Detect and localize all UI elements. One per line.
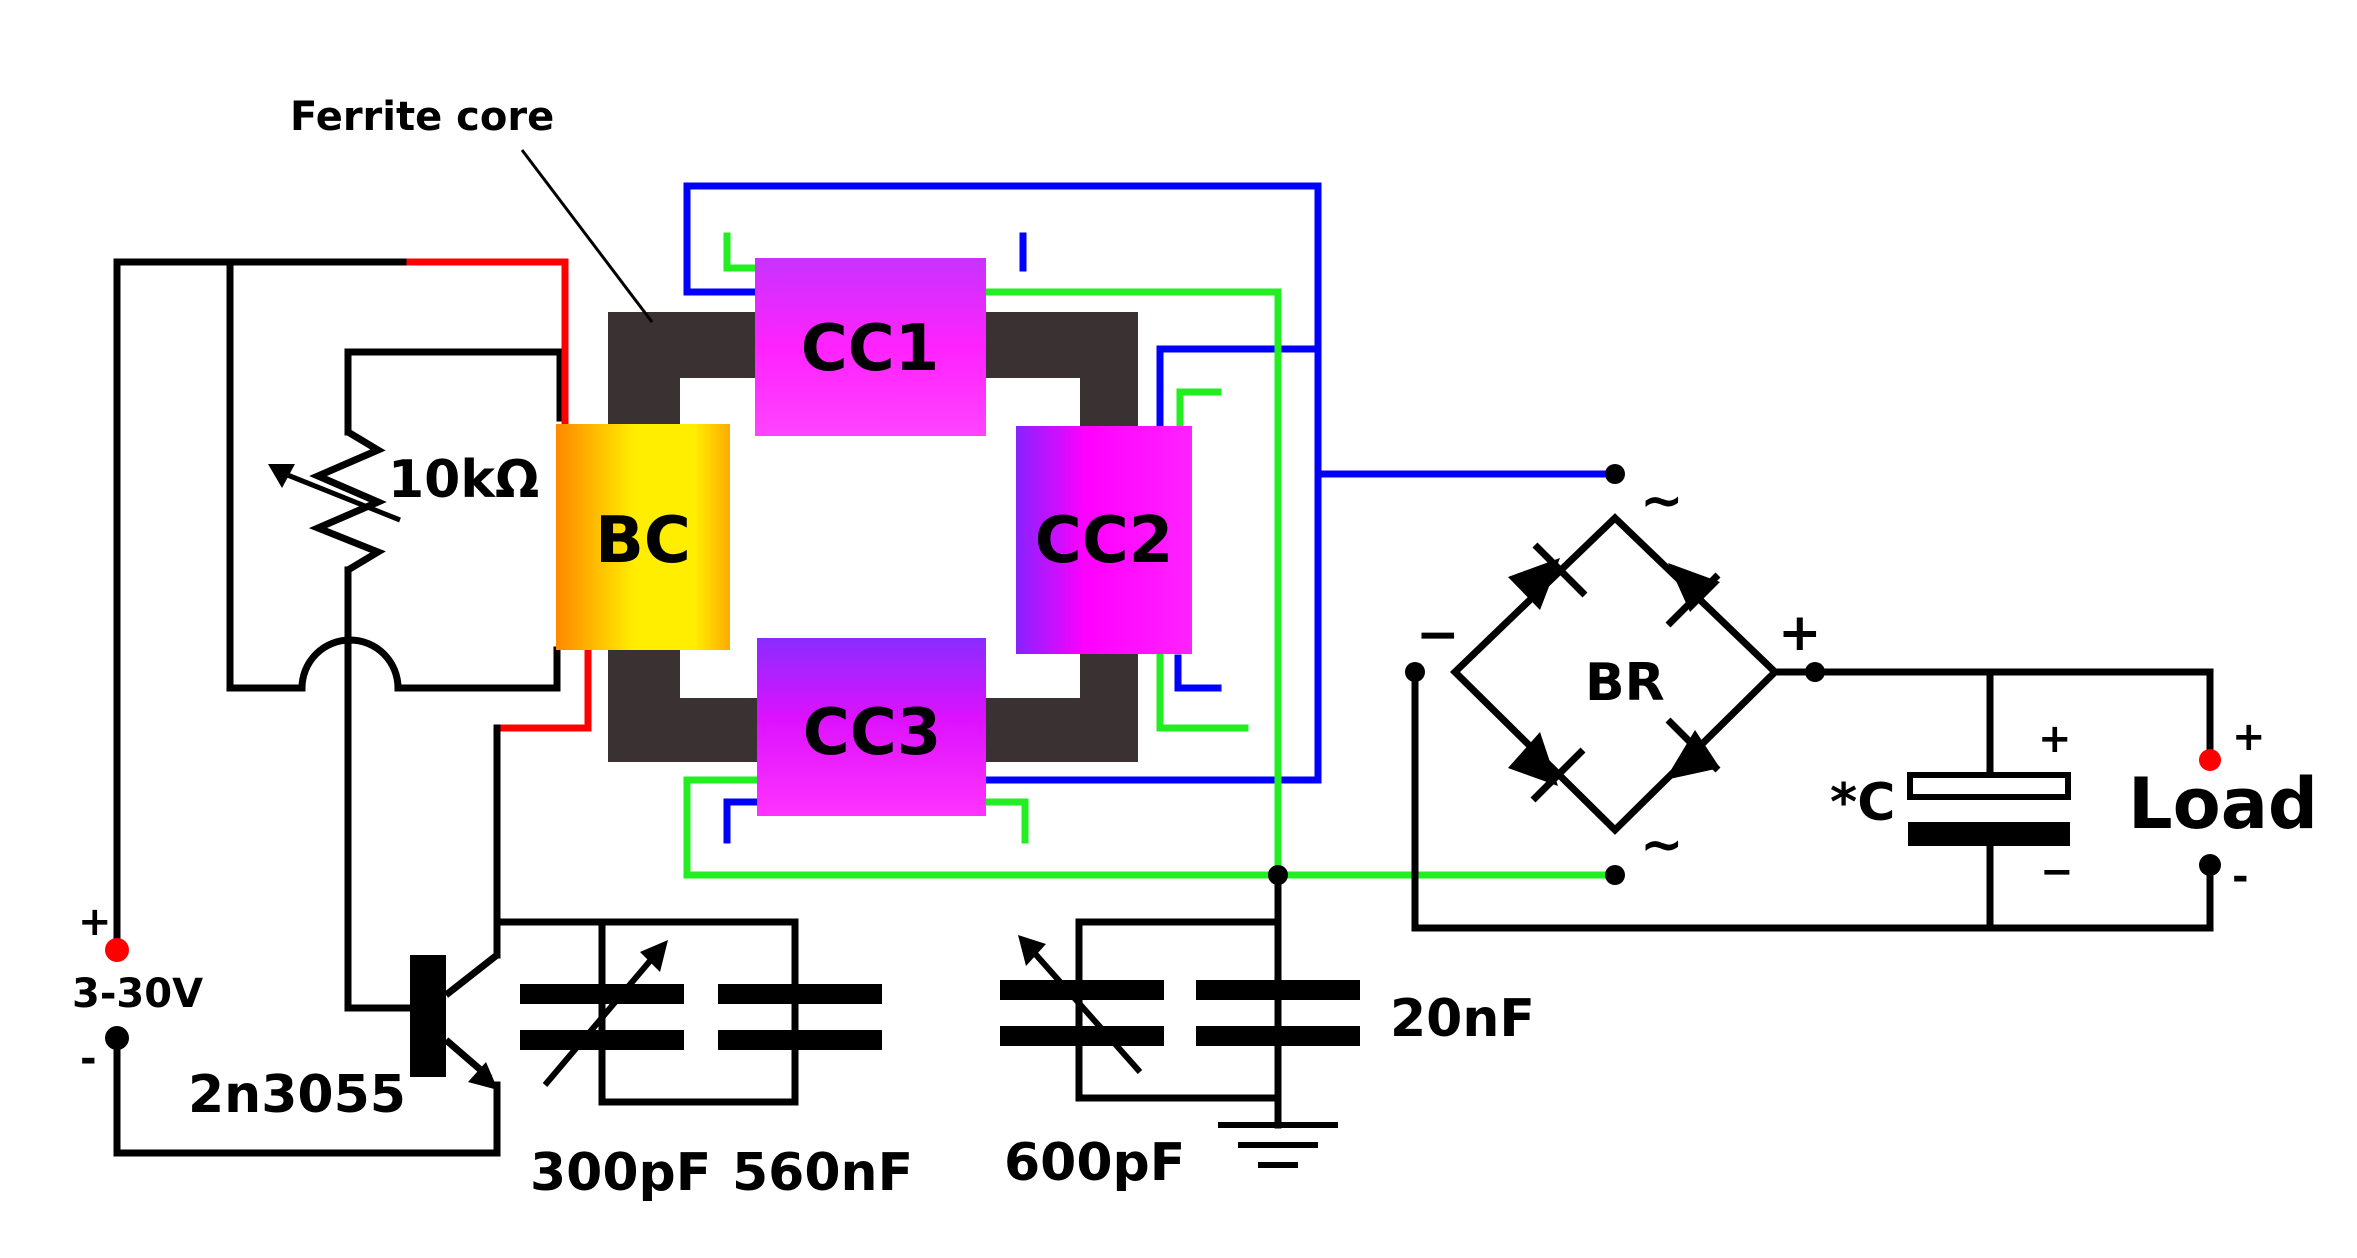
cap-c-label: *C bbox=[1830, 773, 1895, 833]
bridge-diodes bbox=[1508, 542, 1721, 803]
wire-feedback-loop bbox=[226, 258, 306, 692]
capacitor-560nf: 560nF bbox=[718, 922, 913, 1203]
supply-plus-label: + bbox=[78, 899, 112, 945]
ferrite-core-label: Ferrite core bbox=[290, 94, 554, 140]
coil-bc: BC bbox=[556, 424, 730, 650]
transistor-2n3055: 2n3055 bbox=[188, 952, 501, 1153]
supply-minus-label: - bbox=[80, 1036, 97, 1082]
load-label: Load bbox=[2128, 763, 2318, 845]
wire-pot-bottom bbox=[344, 566, 439, 1012]
coil-cc2: CC2 bbox=[1016, 426, 1192, 654]
cap-600pf-label: 600pF bbox=[1004, 1133, 1185, 1193]
wire-green-cc2-bottom bbox=[1156, 651, 1249, 732]
load-minus-terminal bbox=[2199, 854, 2221, 876]
wire-blue-cc3-lead bbox=[723, 798, 761, 844]
wire-blue-cc2-lead bbox=[1174, 654, 1222, 692]
load-plus-label: + bbox=[2232, 714, 2266, 760]
capacitor-20nf: 20nF bbox=[1196, 980, 1535, 1049]
cap-20nf-label: 20nF bbox=[1390, 989, 1535, 1049]
supply-voltage-label: 3-30V bbox=[72, 971, 203, 1017]
wire-green-cc3 bbox=[683, 776, 1619, 879]
wire-green-cc1 bbox=[982, 288, 1282, 879]
bridge-minus-label: − bbox=[1416, 605, 1460, 665]
coil-cc3-label: CC3 bbox=[803, 696, 941, 770]
diode-upper-right bbox=[1665, 563, 1721, 628]
wire-blue-cc1 bbox=[683, 182, 1322, 784]
coil-cc2-label: CC2 bbox=[1035, 504, 1173, 578]
cap-300pf-label: 300pF bbox=[530, 1143, 711, 1203]
coil-cc1: CC1 bbox=[755, 258, 986, 436]
load: Load + - bbox=[2128, 714, 2318, 900]
junction-dots bbox=[1268, 464, 1825, 885]
coil-bc-label: BC bbox=[595, 504, 691, 578]
cap-c-minus: − bbox=[2040, 849, 2074, 895]
load-plus-terminal bbox=[2199, 749, 2221, 771]
load-minus-label: - bbox=[2232, 854, 2249, 900]
diode-upper-left bbox=[1508, 542, 1588, 610]
resistor-label: 10kΩ bbox=[388, 450, 539, 510]
wire-pot-top bbox=[344, 348, 564, 436]
wire-blue-cc2 bbox=[1156, 345, 1322, 429]
cap-c-plus: + bbox=[2038, 716, 2072, 762]
wire-green-cc2 bbox=[1176, 388, 1222, 430]
wire-bc-red-top bbox=[406, 258, 569, 428]
diode-lower-right bbox=[1665, 717, 1721, 780]
power-supply: + 3-30V - bbox=[72, 899, 203, 1082]
bridge-plus-label: + bbox=[1778, 603, 1822, 663]
ground-symbol bbox=[1218, 1098, 1338, 1168]
bridge-rectifier bbox=[1449, 513, 1781, 835]
ac-bottom-label: ~ bbox=[1640, 815, 1684, 875]
wire-supply-plus bbox=[113, 258, 414, 942]
wire-bridge-minus bbox=[1411, 668, 2214, 932]
ac-top-label: ~ bbox=[1640, 471, 1684, 531]
coil-cc3: CC3 bbox=[757, 638, 986, 816]
capacitor-600pf: 600pF bbox=[1000, 922, 1185, 1193]
wire-green-cc1-lead bbox=[723, 232, 759, 272]
diode-lower-left bbox=[1508, 732, 1586, 803]
wire-green-cc3-lead bbox=[982, 798, 1029, 844]
wire-bridge-plus bbox=[1771, 668, 2214, 764]
bridge-label: BR bbox=[1585, 653, 1665, 713]
supply-plus-terminal bbox=[105, 938, 129, 962]
wire-crossover-right bbox=[394, 646, 561, 692]
cap-560nf-label: 560nF bbox=[732, 1143, 913, 1203]
transistor-label: 2n3055 bbox=[188, 1065, 406, 1125]
supply-minus-terminal bbox=[105, 1026, 129, 1050]
capacitor-c: *C + − bbox=[1830, 716, 2074, 895]
potentiometer-10k: 10kΩ bbox=[268, 428, 539, 574]
wire-bc-red-bottom bbox=[493, 646, 592, 732]
coil-cc1-label: CC1 bbox=[801, 312, 939, 386]
capacitor-300pf: 300pF bbox=[520, 922, 711, 1203]
ferrite-core-leader bbox=[520, 149, 654, 323]
